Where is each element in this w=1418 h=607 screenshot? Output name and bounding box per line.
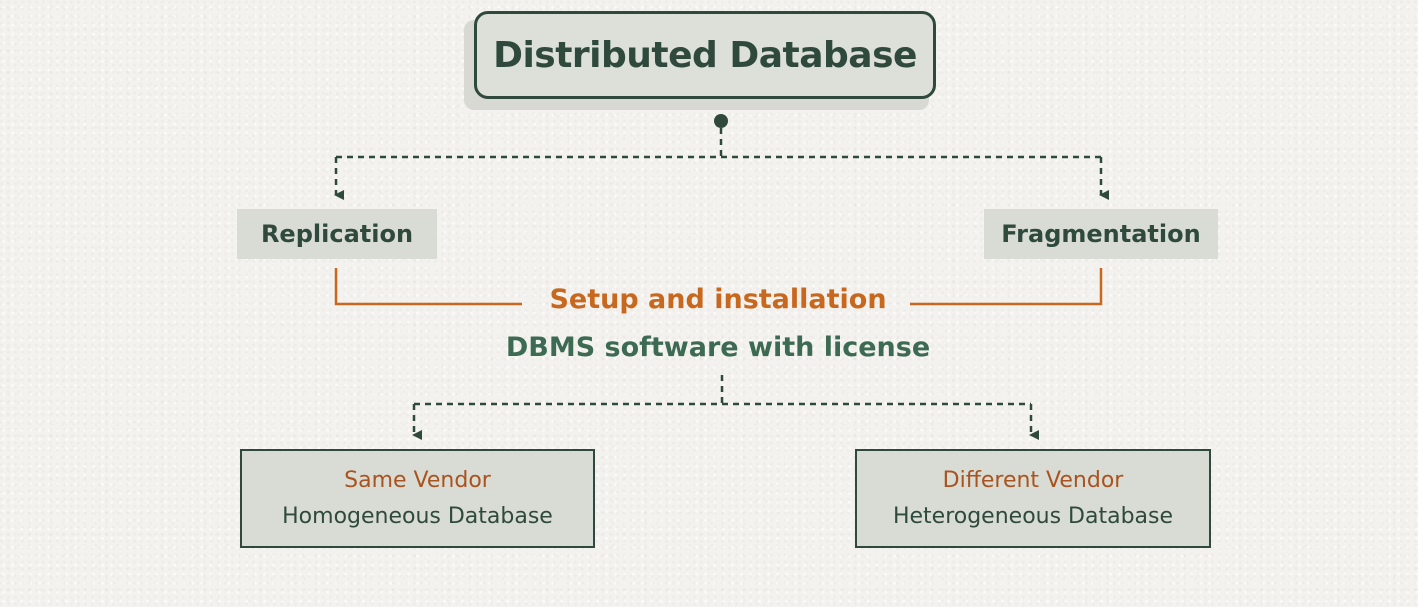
junction-dot <box>714 114 728 128</box>
replication-label: Replication <box>260 220 414 248</box>
fragmentation-label: Fragmentation <box>1001 220 1201 248</box>
software-label: DBMS software with license <box>505 332 931 363</box>
different-vendor-box: Different Vendor Heterogeneous Database <box>855 449 1211 548</box>
database-type-label: Homogeneous Database <box>282 503 553 529</box>
top-dashed-connector <box>334 128 1109 200</box>
bottom-dashed-connector <box>412 375 1039 440</box>
vendor-label: Different Vendor <box>942 467 1124 493</box>
replication-node: Replication <box>237 209 437 259</box>
diagram-title: Distributed Database <box>493 34 917 76</box>
title-box: Distributed Database <box>474 11 936 99</box>
same-vendor-box: Same Vendor Homogeneous Database <box>240 449 595 548</box>
setup-label: Setup and installation <box>549 284 887 315</box>
vendor-label: Same Vendor <box>344 467 491 493</box>
setup-bracket <box>334 268 1103 306</box>
database-type-label: Heterogeneous Database <box>892 503 1174 529</box>
fragmentation-node: Fragmentation <box>984 209 1218 259</box>
